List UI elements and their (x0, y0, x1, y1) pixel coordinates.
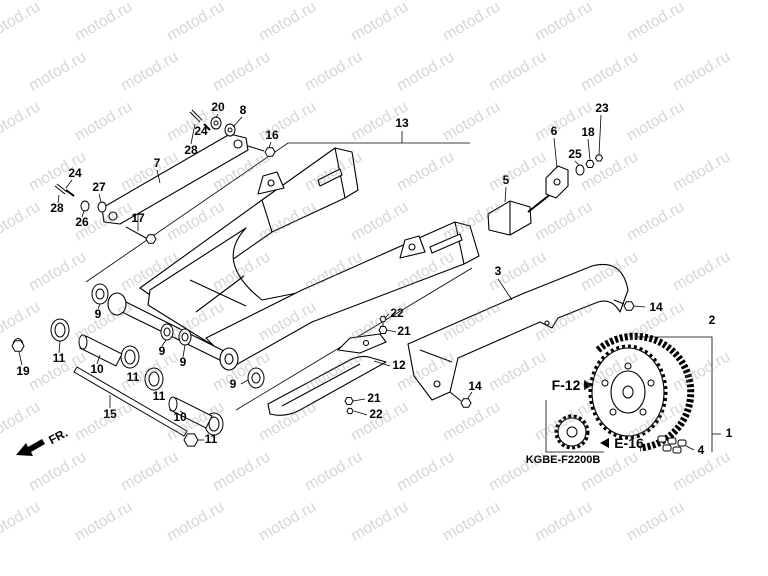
callout-label: 4 (698, 443, 705, 457)
diagram-code: KGBE-F2200B (526, 454, 601, 466)
chain-slider (267, 333, 387, 416)
callout-label: 25 (568, 147, 582, 161)
adjuster-plate (545, 165, 569, 199)
bolt-14-upper (613, 299, 635, 311)
callout-label: 9 (180, 355, 187, 369)
adjuster-nuts (575, 154, 604, 176)
callout-label: 15 (103, 407, 117, 421)
rear-sprocket-and-chain (588, 332, 695, 452)
callout-label: 1 (726, 426, 733, 440)
callout-label: 8 (240, 103, 247, 117)
callout-label: 24 (68, 166, 82, 180)
left-washers-and-pins (54, 183, 107, 213)
callout-label: 17 (131, 211, 145, 225)
upper-washers-and-pins (189, 109, 236, 137)
callout-label: 22 (369, 407, 383, 421)
swingarm (107, 147, 480, 371)
callout-label: 12 (392, 358, 406, 372)
bolt-14-lower (449, 391, 472, 408)
callout-label: 24 (194, 124, 208, 138)
callout-label: 13 (395, 116, 409, 130)
pivot-collars (78, 334, 213, 429)
callout-label: 20 (211, 100, 225, 114)
callout-label: 21 (397, 324, 411, 338)
callout-label: 5 (503, 173, 510, 187)
callout-label: 28 (50, 201, 64, 215)
callout-label: 14 (649, 300, 663, 314)
callout-label: 14 (468, 379, 482, 393)
callout-label: 3 (495, 264, 502, 278)
drive-sprocket (554, 414, 590, 450)
callout-label: 6 (551, 124, 558, 138)
callout-label: 23 (595, 101, 609, 115)
callout-label: 16 (265, 128, 279, 142)
callout-label: 10 (173, 410, 187, 424)
callout-label: 10 (90, 362, 104, 376)
bolt-16 (247, 145, 276, 157)
callout-labels: 20 8 24 16 28 7 13 6 23 18 25 5 24 27 28… (16, 100, 732, 457)
pivot-bushings (91, 283, 265, 389)
callout-label: 18 (581, 125, 595, 139)
front-direction-arrow-icon (16, 439, 45, 456)
link-plate (101, 133, 249, 225)
pivot-cap (11, 338, 25, 352)
callout-label: 9 (230, 377, 237, 391)
callout-label: 11 (153, 389, 166, 403)
callout-label: 9 (159, 344, 166, 358)
callout-label: 2 (709, 313, 716, 327)
chain-case (407, 263, 629, 401)
callout-label: 11 (127, 370, 140, 384)
callout-label: 19 (16, 364, 30, 378)
reference-arrow-icon (584, 380, 593, 390)
front-label: FR. (46, 426, 70, 447)
bolt-17 (125, 226, 157, 244)
leader-lines (18, 113, 695, 451)
callout-label: 27 (92, 180, 106, 194)
callout-label: 11 (205, 432, 218, 446)
pivot-seals (50, 318, 224, 436)
reference-f12: F-12 (552, 377, 581, 393)
callout-label: 22 (390, 306, 404, 320)
callout-label: 28 (184, 143, 198, 157)
reference-e16: E-16 (614, 435, 644, 451)
pivot-bolt (73, 366, 199, 447)
callout-label: 7 (154, 156, 161, 170)
chain-joint (657, 435, 687, 454)
callout-label: 11 (53, 351, 66, 365)
callout-label: 9 (95, 307, 102, 321)
callout-label: 21 (367, 391, 381, 405)
reference-arrow-icon (600, 438, 609, 448)
callout-label: 26 (75, 215, 89, 229)
chain-adjuster (487, 192, 553, 236)
